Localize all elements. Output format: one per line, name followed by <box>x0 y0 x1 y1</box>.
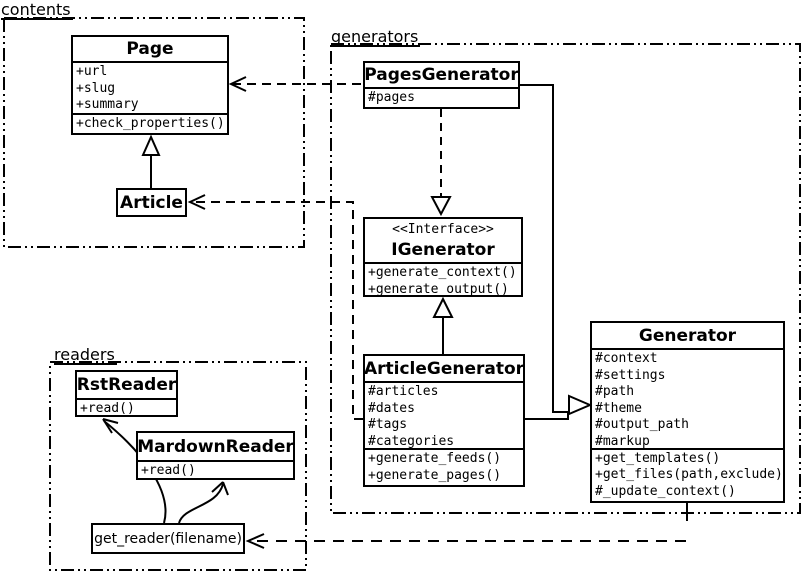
class-mardownreader: MardownReader +read() <box>136 431 295 480</box>
edge-pagesgenerator-to-igenerator-realization <box>430 109 452 217</box>
class-mardownreader-methods: +read() <box>138 462 293 481</box>
package-label-contents: contents <box>1 0 73 20</box>
attribute: +summary <box>76 97 139 112</box>
edge-generator-to-getreader-dependency <box>245 503 688 549</box>
attribute: #tags <box>368 417 408 432</box>
class-igenerator-stereotype: <<Interface>> <box>392 222 494 237</box>
package-label-readers: readers <box>54 345 117 365</box>
class-generator-methods: +get_templates() +get_files(path,exclude… <box>592 447 783 502</box>
edge-article-to-page-inheritance <box>141 134 161 188</box>
class-article: Article <box>116 188 187 217</box>
class-pagesgenerator-name: PagesGenerator <box>364 63 519 89</box>
class-generator-name: Generator <box>592 323 783 350</box>
method: +get_files(path,exclude) <box>595 467 783 482</box>
attribute: #pages <box>368 90 415 105</box>
class-articlegenerator-attributes: #articles #dates #tags #categories <box>365 383 523 448</box>
class-article-name: Article <box>120 192 183 213</box>
attribute: #context <box>595 351 658 366</box>
attribute: #articles <box>368 384 439 399</box>
edge-getreader-to-mardownreader <box>178 481 229 524</box>
class-articlegenerator-name: ArticleGenerator <box>364 356 524 383</box>
edge-articlegenerator-to-igenerator-inheritance <box>432 296 454 354</box>
class-mardownreader-name: MardownReader <box>137 433 294 462</box>
package-label-generators: generators <box>331 27 421 47</box>
class-articlegenerator-methods: +generate_feeds() +generate_pages() <box>365 448 523 485</box>
method: +check_properties() <box>76 115 225 131</box>
package-frame-generators <box>330 43 801 514</box>
class-rstreader-name: RstReader <box>77 372 176 400</box>
class-page-name: Page <box>73 37 227 63</box>
class-generator: Generator #context #settings #path #them… <box>590 321 785 503</box>
attribute: +slug <box>76 80 116 96</box>
class-pagesgenerator: PagesGenerator #pages <box>363 61 520 109</box>
attribute: #markup <box>595 433 650 448</box>
package-frame-readers <box>49 361 307 571</box>
attribute: #categories <box>368 433 455 449</box>
node-get-reader: get_reader(filename) <box>91 523 245 554</box>
attribute: #path <box>595 384 635 399</box>
class-igenerator-methods: +generate_context() +generate_output() <box>365 264 521 299</box>
attribute: #output_path <box>595 417 689 432</box>
class-igenerator-name: IGenerator <box>391 240 495 260</box>
method: +generate_feeds() <box>368 451 502 466</box>
attribute: #dates <box>368 400 415 416</box>
attribute: +url <box>76 64 108 79</box>
class-igenerator-header: <<Interface>> IGenerator <box>365 219 521 264</box>
method: #_update_context() <box>595 483 736 499</box>
edge-articlegenerator-to-article-dependency <box>187 194 363 420</box>
class-pagesgenerator-attributes: #pages <box>365 89 518 107</box>
class-igenerator: <<Interface>> IGenerator +generate_conte… <box>363 217 523 297</box>
method: +get_templates() <box>595 450 721 466</box>
method: +generate_output() <box>368 281 509 297</box>
edge-generators-to-generator-inheritance <box>520 84 593 420</box>
class-rstreader-methods: +read() <box>77 400 176 419</box>
class-page: Page +url +slug +summary +check_properti… <box>71 35 229 135</box>
class-page-methods: +check_properties() <box>73 112 227 134</box>
attribute: #theme <box>595 400 642 416</box>
node-get-reader-label: get_reader(filename) <box>94 530 242 547</box>
attribute: #settings <box>595 367 666 383</box>
method: +read() <box>80 401 135 416</box>
class-page-attributes: +url +slug +summary <box>73 63 227 113</box>
edge-pagesgenerator-to-page-dependency <box>228 76 361 92</box>
class-rstreader: RstReader +read() <box>75 370 178 417</box>
method: +generate_pages() <box>368 467 502 483</box>
class-articlegenerator: ArticleGenerator #articles #dates #tags … <box>363 354 525 487</box>
class-generator-attributes: #context #settings #path #theme #output_… <box>592 350 783 448</box>
method: +read() <box>141 463 196 478</box>
package-frame-contents <box>3 17 305 248</box>
method: +generate_context() <box>368 265 517 280</box>
